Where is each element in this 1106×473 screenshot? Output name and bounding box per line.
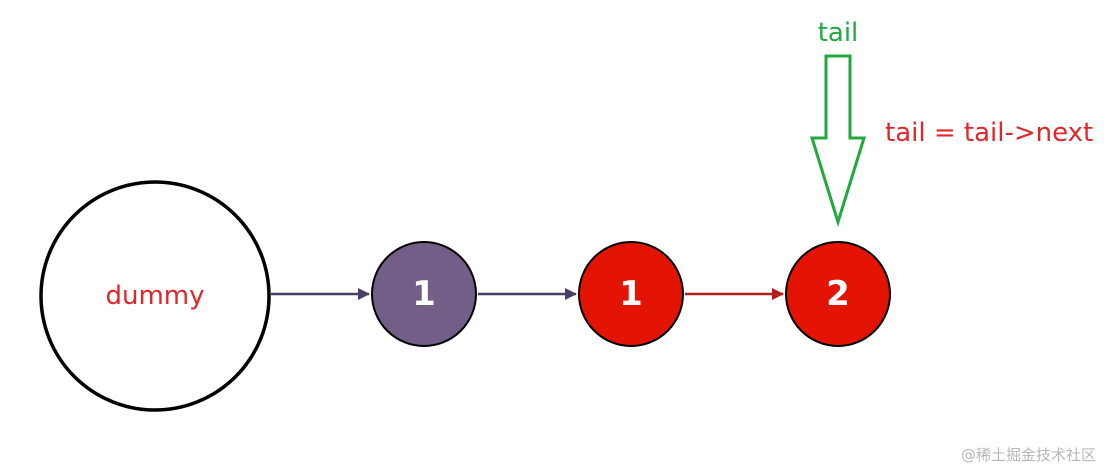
node-dummy: dummy bbox=[39, 180, 271, 412]
watermark: @稀土掘金技术社区 bbox=[960, 446, 1096, 464]
node-n2: 1 bbox=[578, 241, 684, 347]
node-n2-label: 1 bbox=[619, 274, 643, 314]
node-n1-label: 1 bbox=[412, 274, 436, 314]
hollow-down-arrow-icon bbox=[809, 54, 867, 228]
node-n3-label: 2 bbox=[826, 274, 850, 314]
node-n3-circle bbox=[785, 241, 891, 347]
node-n3: 2 bbox=[785, 241, 891, 347]
tail-assignment-annotation: tail = tail->next bbox=[885, 118, 1093, 148]
node-n1: 1 bbox=[371, 241, 477, 347]
tail-pointer-label: tail bbox=[818, 18, 859, 48]
dummy-node-circle bbox=[39, 180, 271, 412]
node-n1-circle bbox=[371, 241, 477, 347]
dummy-node-label: dummy bbox=[105, 281, 204, 311]
node-n2-circle bbox=[578, 241, 684, 347]
tail-pointer: tail bbox=[809, 18, 867, 228]
